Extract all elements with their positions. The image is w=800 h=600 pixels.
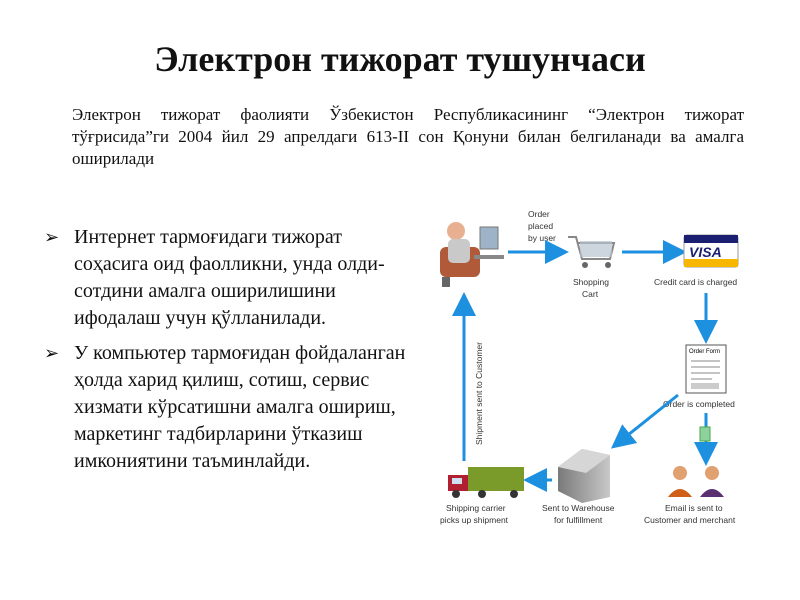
bullet-item: ➢ У компьютер тармоғидан фойдаланган ҳол… — [44, 340, 414, 475]
arrow-bullet-icon: ➢ — [44, 343, 60, 364]
intro-paragraph: Электрон тижорат фаолияти Ўзбекистон Рес… — [72, 105, 744, 168]
shipment-sent-label: Shipment sent to Customer — [474, 342, 484, 445]
shopping-cart-icon — [568, 236, 616, 268]
ecommerce-flow-diagram: Order placed by user Shopping Cart VISA … — [440, 209, 739, 525]
email-icon — [699, 426, 711, 442]
warehouse-label: Sent to Warehouse for fulfillment — [542, 503, 617, 525]
warehouse-icon — [558, 449, 610, 503]
customer-merchant-icon — [668, 466, 724, 497]
user-at-computer-icon — [440, 222, 504, 287]
order-form-icon: Order Form — [685, 344, 727, 394]
bullet-text: Интернет тармоғидаги тижорат соҳасига ои… — [74, 226, 385, 329]
bullet-text: У компьютер тармоғидан фойдаланган ҳолда… — [74, 342, 406, 472]
truck-icon — [448, 467, 524, 498]
credit-card-label: Credit card is charged — [654, 277, 737, 287]
bullet-item: ➢ Интернет тармоғидаги тижорат соҳасига … — [44, 224, 414, 332]
shopping-cart-label: Shopping Cart — [573, 277, 611, 299]
slide-title: Электрон тижорат тушунчаси — [154, 39, 646, 79]
arrow-bullet-icon: ➢ — [44, 227, 60, 248]
credit-card-icon: VISA — [683, 234, 739, 268]
order-placed-label: Order placed by user — [528, 209, 556, 243]
bullet-list: ➢ Интернет тармоғидаги тижорат соҳасига … — [44, 224, 414, 483]
svg-text:VISA: VISA — [689, 244, 722, 260]
carrier-label: Shipping carrier picks up shipment — [440, 503, 509, 525]
email-sent-label: Email is sent to Customer and merchant — [644, 503, 736, 525]
svg-text:Order Form: Order Form — [689, 349, 720, 355]
order-completed-label: Order is completed — [663, 399, 735, 409]
